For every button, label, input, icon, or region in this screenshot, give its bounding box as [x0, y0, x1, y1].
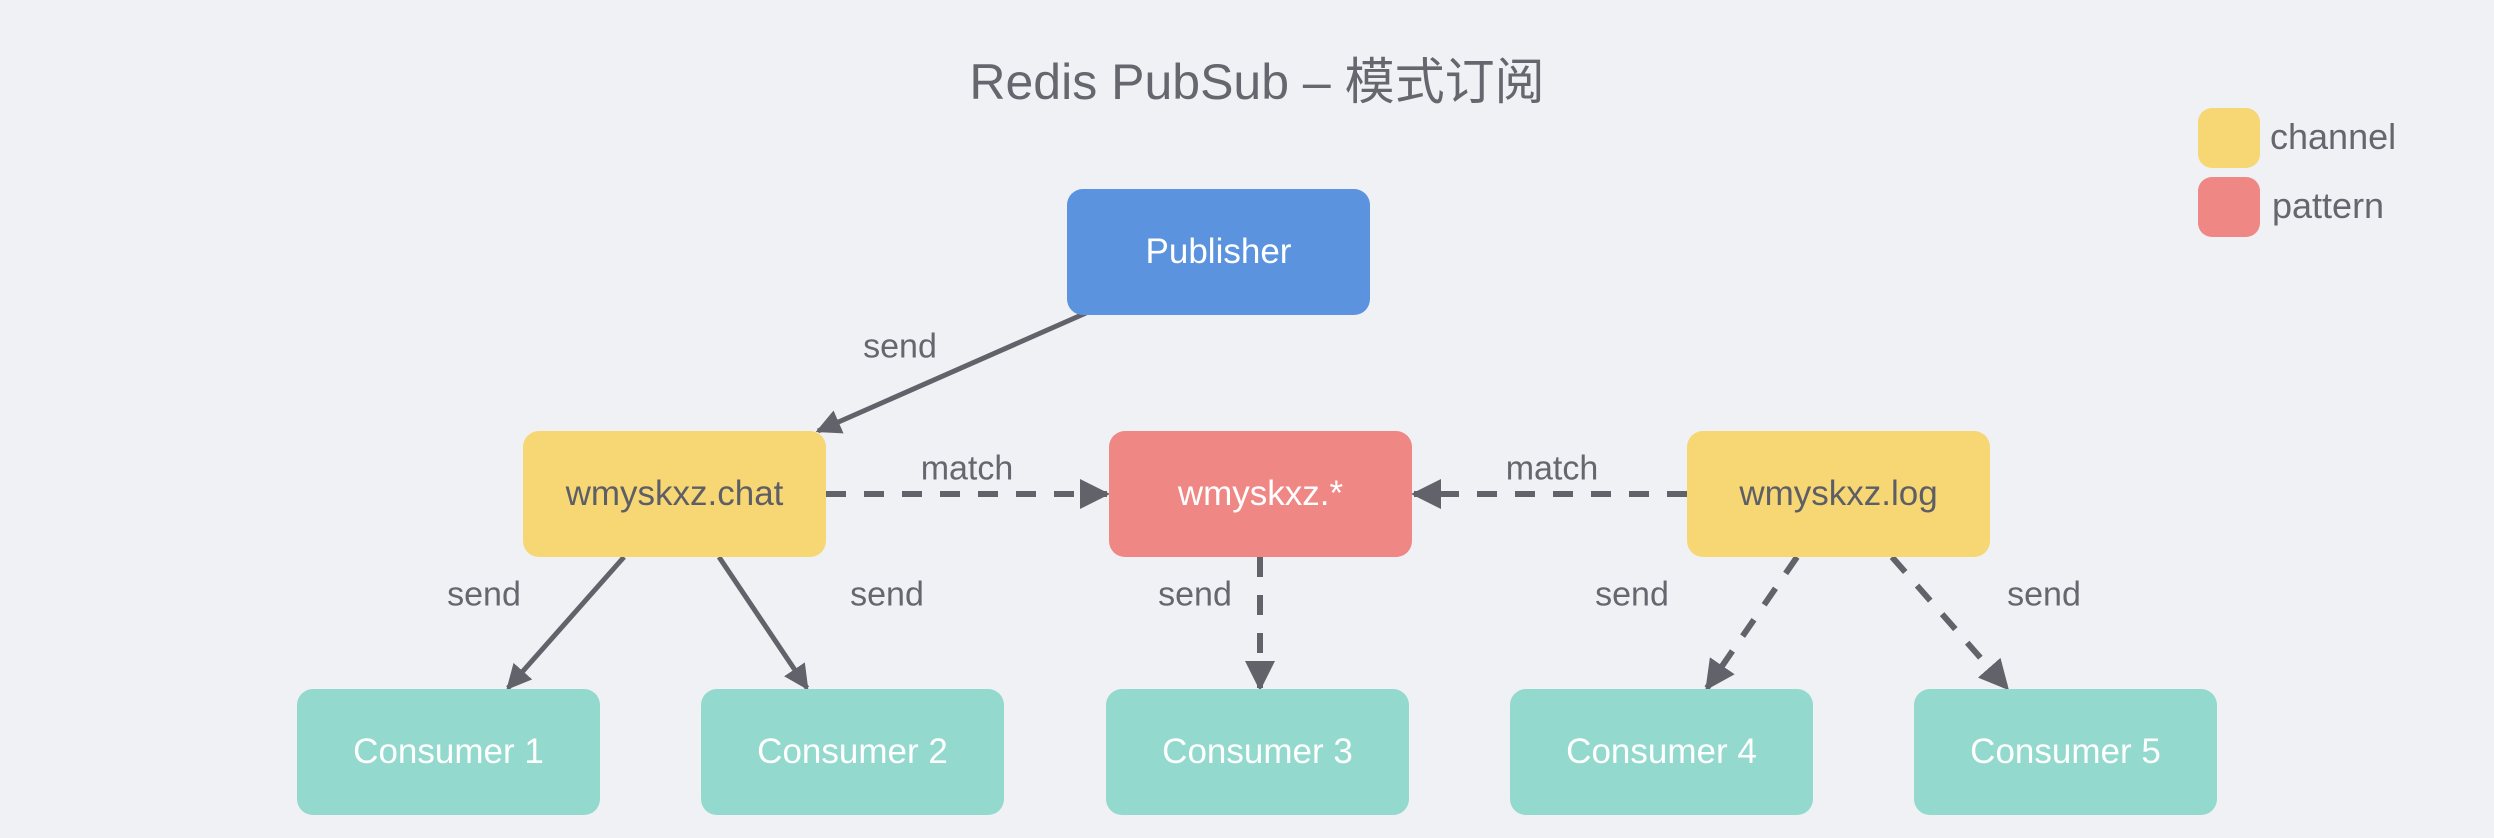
node-publisher: Publisher: [1067, 189, 1370, 315]
edge-label-consumer-1-send: send: [447, 575, 521, 614]
edge-label-publisher-send: send: [863, 327, 937, 366]
edge-label-consumer-3-send: send: [1158, 575, 1232, 614]
node-consumer-4: Consumer 4: [1510, 689, 1813, 815]
edge-log-to-consumer-4: [1704, 555, 1800, 691]
edge-chat-to-consumer-2: [716, 555, 810, 691]
node-pattern: wmyskxz.*: [1109, 431, 1412, 557]
node-channel-log: wmyskxz.log: [1687, 431, 1990, 557]
edge-label-log-match: match: [1505, 449, 1599, 488]
node-consumer-3: Consumer 3: [1106, 689, 1409, 815]
edge-chat-to-consumer-1: [506, 555, 626, 690]
legend-label-pattern: pattern: [2272, 185, 2385, 226]
edge-log-to-consumer-5: [1889, 555, 2010, 691]
legend-swatch-channel: [2198, 108, 2260, 168]
diagram-title: Redis PubSub – 模式订阅: [969, 54, 1545, 110]
edge-label-consumer-4-send: send: [1595, 575, 1669, 614]
node-channel-chat: wmyskxz.chat: [523, 431, 826, 557]
edge-label-consumer-5-send: send: [2007, 575, 2081, 614]
legend-swatch-pattern: [2198, 177, 2260, 237]
edge-label-chat-match: match: [920, 449, 1014, 488]
edge-publisher-to-chat: [815, 310, 1088, 434]
legend-label-channel: channel: [2270, 116, 2397, 157]
node-consumer-2: Consumer 2: [701, 689, 1004, 815]
node-consumer-5: Consumer 5: [1914, 689, 2217, 815]
node-consumer-1: Consumer 1: [297, 689, 600, 815]
edge-label-consumer-2-send: send: [850, 575, 924, 614]
